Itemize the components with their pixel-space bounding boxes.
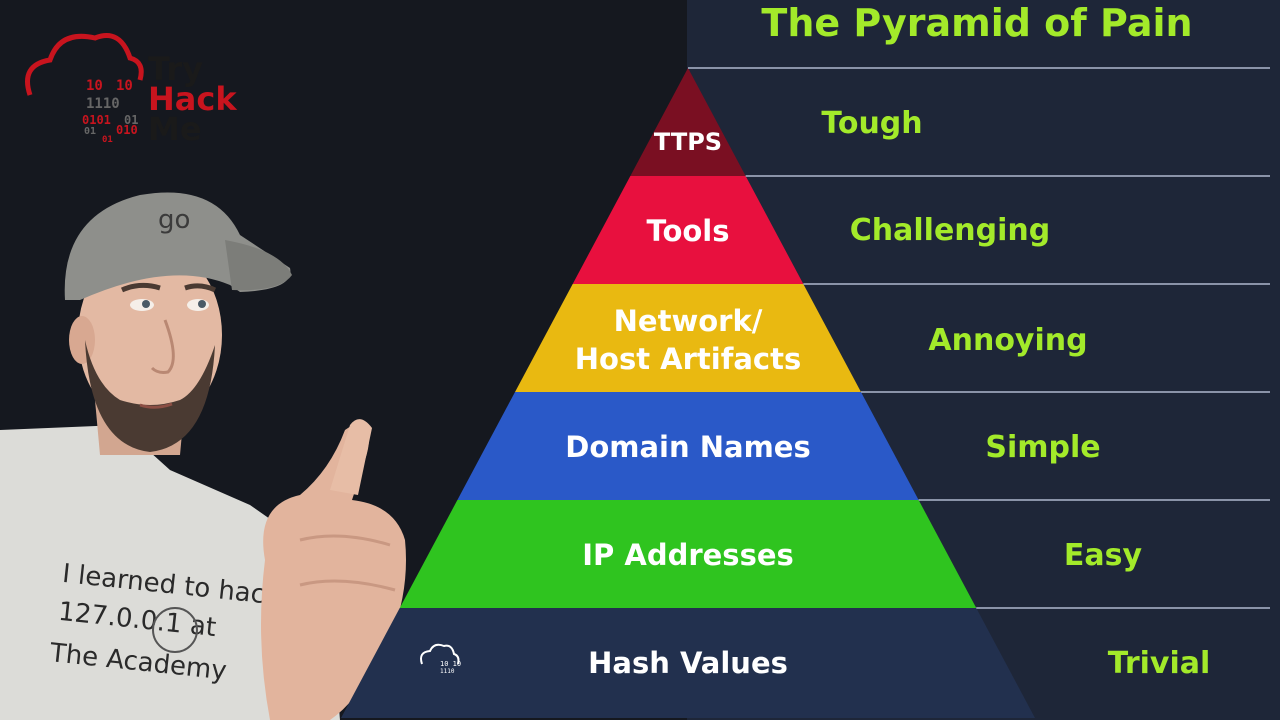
cloud-icon: 10 10 1110	[420, 643, 461, 675]
svg-text:1110: 1110	[440, 668, 455, 675]
logo-word-me: Me	[148, 110, 202, 148]
logo-bits-8: 01	[102, 135, 113, 145]
logo-bits-6: 01	[84, 126, 96, 137]
level-label-ip-addresses: IP Addresses	[582, 538, 794, 572]
level-label-host-artifacts: Host Artifacts	[574, 342, 802, 376]
pointing-finger	[330, 419, 372, 495]
shirt	[0, 425, 340, 720]
logo-word-try: Try	[148, 50, 204, 88]
level-label-hash-values: Hash Values	[588, 646, 788, 680]
pain-label-simple: Simple	[985, 430, 1101, 465]
shirt-logo	[152, 607, 198, 653]
ear	[69, 316, 95, 364]
logo-bits-7: 010	[116, 123, 138, 137]
pyramid-band-ttps	[630, 68, 746, 176]
logo-word-hack: Hack	[148, 80, 237, 118]
cap-text: go	[158, 205, 190, 235]
logo-wordmark: Try Hack Me	[148, 50, 237, 148]
beard	[85, 340, 215, 452]
level-label-domain-names: Domain Names	[565, 430, 811, 464]
level-label-tools: Tools	[646, 214, 730, 248]
logo-bits-3: 1110	[86, 96, 120, 112]
svg-text:10 10: 10 10	[440, 660, 461, 668]
pain-label-challenging: Challenging	[849, 213, 1051, 248]
pyramid-band-network-host-artifacts	[515, 284, 861, 392]
level-label-ttps: TTPS	[653, 128, 723, 156]
pyramid-band-tools	[572, 176, 804, 284]
level-label-network: Network/	[613, 304, 763, 338]
pain-label-easy: Easy	[1063, 538, 1143, 573]
level-label-network-host-artifacts: Network/ Host Artifacts	[575, 302, 801, 378]
page-title: The Pyramid of Pain	[761, 1, 1193, 45]
logo-bits-1: 10	[86, 78, 103, 94]
logo-bits-4: 0101	[82, 113, 111, 127]
pyramid-band-domain-names	[457, 392, 919, 500]
pyramid-band-hash-values	[341, 608, 1035, 718]
pain-label-tough: Tough	[821, 106, 923, 141]
pain-label-annoying: Annoying	[928, 323, 1088, 358]
logo-bits-5: 01	[124, 113, 138, 127]
logo-bits-2: 10	[116, 78, 133, 94]
pyramid-band-ip-addresses	[399, 500, 977, 608]
pain-label-trivial: Trivial	[1107, 646, 1211, 681]
hand	[261, 420, 406, 720]
